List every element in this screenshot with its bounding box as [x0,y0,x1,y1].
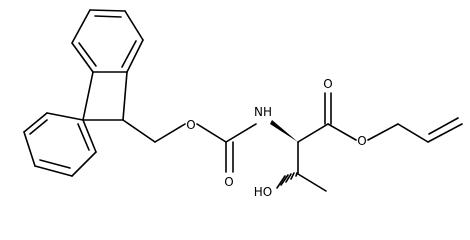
ester-oxygen-label: O [357,134,366,148]
ether-oxygen-label: O [186,118,195,132]
fluorene-five-membered-ring [82,71,128,121]
alpha-carbon-wedge-bond [270,120,298,142]
carbamate-bonds [196,123,257,173]
methylene-linker-bonds [122,119,186,143]
beta-methyl-bond [297,173,327,192]
structure-canvas: O O NH O O HO [23,9,463,199]
fmoc-threonine-allyl-ester-structure: O O NH O O HO [23,9,463,199]
hydroxyl-label: HO [254,185,272,199]
ester-bonds [297,92,357,143]
fluorene-upper-benzene-ring [71,9,144,73]
nh-label: NH [254,105,272,119]
beta-carbon-hashed-bond [276,172,298,189]
carbamate-carbonyl-oxygen-label: O [224,175,233,189]
allyl-group-bonds [367,117,463,143]
fluorene-lower-benzene-ring [23,112,97,177]
ester-carbonyl-oxygen-label: O [323,77,332,91]
